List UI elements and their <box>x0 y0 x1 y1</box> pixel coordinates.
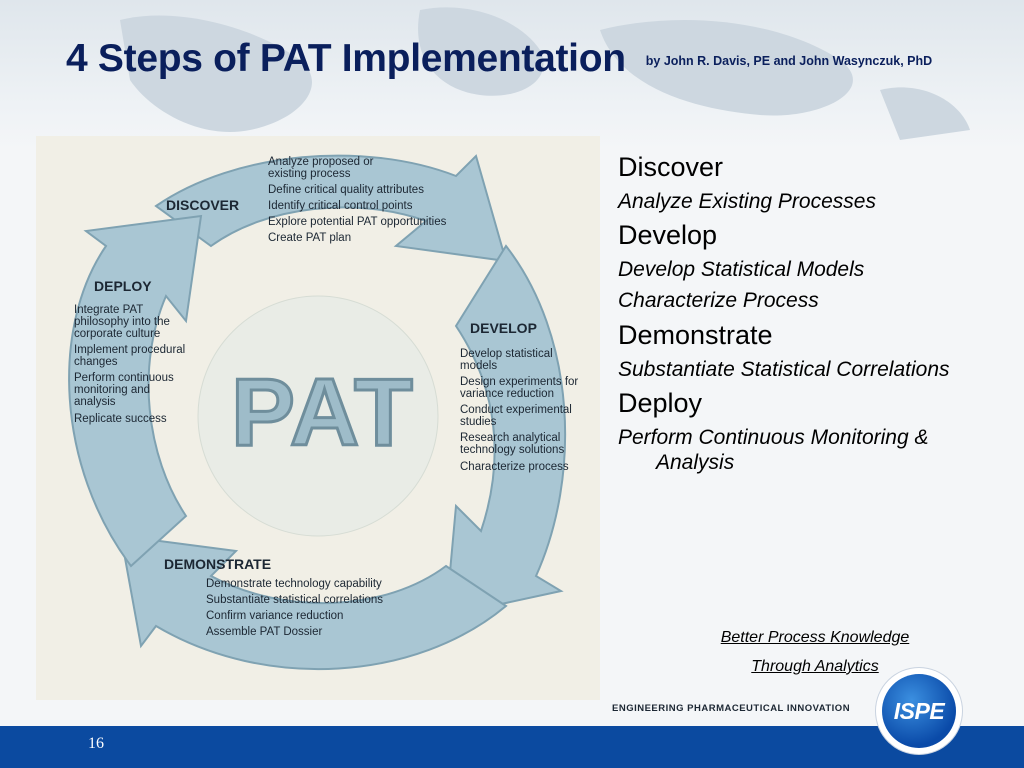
deploy-heading: DEPLOY <box>94 278 152 294</box>
discover-item: Define critical quality attributes <box>268 184 424 197</box>
discover-item: Analyze proposed or existing process <box>268 156 374 181</box>
demonstrate-item: Confirm variance reduction <box>206 610 344 623</box>
deploy-item: Replicate success <box>74 412 167 425</box>
step-demonstrate-sub: Substantiate Statistical Correlations <box>618 357 950 381</box>
step-deploy-sub: Perform Continuous Monitoring & Analysis <box>618 425 929 475</box>
deploy-arrow <box>68 214 203 568</box>
ispe-logo: ISPE <box>876 668 962 754</box>
deploy-items: Integrate PAT philosophy into the corpor… <box>74 304 192 429</box>
deploy-item: Implement procedural changes <box>74 344 186 369</box>
develop-item: Conduct experimental studies <box>460 404 572 429</box>
callout-line-1: Better Process Knowledge <box>720 629 910 646</box>
footer-bar <box>0 726 1024 768</box>
page-number: 16 <box>88 735 104 752</box>
discover-arrow <box>154 154 508 263</box>
callout-line-2: Through Analytics <box>751 657 879 675</box>
slide-title: 4 Steps of PAT Implementation <box>66 37 626 80</box>
pat-cycle-diagram: PAT DISCOVER Analyze proposed or existin… <box>36 136 600 700</box>
steps-summary: Discover Analyze Existing Processes Deve… <box>618 146 1010 475</box>
ispe-tagline: ENGINEERING PHARMACEUTICAL INNOVATION <box>612 703 851 714</box>
analytics-callout: Better Process Knowledge Through Analyti… <box>670 624 960 682</box>
step-develop-sub: Develop Statistical Models <box>618 258 865 282</box>
develop-arrow <box>444 244 567 618</box>
step-demonstrate: Demonstrate <box>618 319 773 350</box>
demonstrate-heading: DEMONSTRATE <box>164 556 272 572</box>
develop-items: Develop statistical models Design experi… <box>460 348 582 477</box>
demonstrate-arrow <box>119 534 508 671</box>
discover-heading: DISCOVER <box>166 197 240 213</box>
step-develop: Develop <box>618 220 718 251</box>
develop-item: Research analytical technology solutions <box>460 432 565 457</box>
demonstrate-item: Substantiate statistical correlations <box>206 594 384 607</box>
discover-item: Explore potential PAT opportunities <box>268 216 447 229</box>
ispe-logo-text: ISPE <box>882 674 956 748</box>
demonstrate-items: Demonstrate technology capability Substa… <box>206 578 446 642</box>
develop-item: Design experiments for variance reductio… <box>460 376 579 401</box>
slide-byline: by John R. Davis, PE and John Wasynczuk,… <box>645 54 933 68</box>
step-deploy: Deploy <box>618 387 703 418</box>
demonstrate-item: Demonstrate technology capability <box>206 578 382 590</box>
pat-center-label: PAT <box>230 358 415 468</box>
cycle-arrows <box>68 154 567 671</box>
step-discover: Discover <box>618 152 724 182</box>
develop-heading: DEVELOP <box>470 320 537 336</box>
deploy-item: Integrate PAT philosophy into the corpor… <box>74 304 170 341</box>
discover-item: Create PAT plan <box>268 232 352 245</box>
deploy-item: Perform continuous monitoring and analys… <box>74 372 174 409</box>
center-disc <box>197 295 439 537</box>
demonstrate-item: Assemble PAT Dossier <box>206 626 323 639</box>
develop-item: Characterize process <box>460 460 569 473</box>
title-row: 4 Steps of PAT Implementation by John R.… <box>66 22 1006 78</box>
world-map-background <box>0 0 1024 150</box>
discover-item: Identify critical control points <box>268 200 413 213</box>
step-develop-sub: Characterize Process <box>618 289 819 313</box>
step-discover-sub: Analyze Existing Processes <box>618 190 876 214</box>
discover-items: Analyze proposed or existing process Def… <box>268 156 488 248</box>
develop-item: Develop statistical models <box>460 348 553 373</box>
